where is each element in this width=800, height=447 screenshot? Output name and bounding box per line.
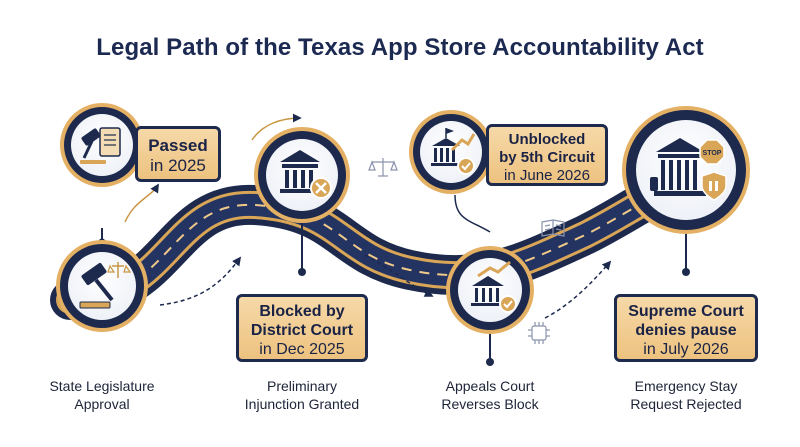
district-court-heading-1: Blocked by	[259, 303, 345, 320]
medallion-appeals	[446, 246, 534, 334]
scale-of-justice-icon	[368, 158, 398, 177]
fifth-circuit-heading-2: by 5th Circuit	[499, 149, 595, 166]
gavel-scroll-icon	[80, 127, 121, 164]
caption-emergency-stay: Emergency Stay Request Rejected	[601, 377, 771, 413]
gavel-icon	[79, 262, 132, 309]
caption-emergency-stay-line-2: Request Rejected	[630, 396, 742, 413]
fifth-circuit-heading-1: Unblocked	[508, 131, 586, 148]
caption-appeals-line-2: Reverses Block	[441, 396, 539, 413]
caption-injunction-line-1: Preliminary	[266, 378, 337, 394]
connector-arrow-5	[454, 194, 491, 233]
medallion-supreme-court: STOP	[622, 106, 750, 234]
passed-label-box: Passed in 2025	[135, 126, 221, 182]
caption-legislature-line-1: State Legislature	[49, 378, 155, 394]
connector-arrow-4	[364, 254, 434, 297]
caption-appeals: Appeals Court Reverses Block	[405, 377, 575, 413]
courthouse-blocked-icon	[280, 150, 332, 199]
courthouse-approved-icon	[431, 128, 476, 175]
stem-2	[298, 220, 306, 276]
caption-injunction: Preliminary Injunction Granted	[217, 377, 387, 413]
passed-date: in 2025	[150, 156, 206, 176]
connector-arrow-6	[544, 260, 612, 319]
medallion-5th-circuit	[409, 110, 493, 194]
caption-appeals-line-1: Appeals Court	[445, 378, 535, 394]
supreme-court-stop-icon: STOP	[650, 138, 727, 201]
supreme-court-date: in July 2026	[643, 341, 729, 359]
caption-legislature: State Legislature Approval	[17, 377, 187, 413]
connector-arrow-1	[124, 183, 159, 223]
supreme-court-label-box: Supreme Court denies pause in July 2026	[614, 294, 758, 362]
fifth-circuit-label-box: Unblocked by 5th Circuit in June 2026	[486, 124, 608, 186]
medallion-district-court	[254, 127, 350, 223]
medallion-legislature	[56, 240, 148, 332]
passed-heading: Passed	[148, 136, 208, 155]
page-title: Legal Path of the Texas App Store Accoun…	[96, 34, 704, 61]
fifth-circuit-date: in June 2026	[504, 167, 590, 184]
circuit-chip-icon	[528, 322, 550, 344]
stop-sign-label: STOP	[703, 150, 722, 157]
medallion-passed	[60, 103, 144, 187]
supreme-court-heading-2: denies pause	[635, 322, 737, 340]
connector-arrow-3	[251, 113, 302, 141]
courthouse-trend-icon	[471, 260, 517, 313]
stem-4	[682, 228, 690, 276]
supreme-court-heading-1: Supreme Court	[628, 303, 744, 320]
district-court-date: in Dec 2025	[259, 341, 345, 359]
connector-arrow-2	[159, 256, 242, 306]
open-book-icon	[541, 219, 565, 237]
caption-injunction-line-2: Injunction Granted	[244, 396, 360, 413]
district-court-heading-2: District Court	[250, 322, 354, 340]
district-court-label-box: Blocked by District Court in Dec 2025	[236, 294, 368, 362]
winding-path	[50, 165, 710, 320]
caption-emergency-stay-line-1: Emergency Stay	[634, 378, 738, 394]
caption-legislature-line-2: Approval	[74, 396, 130, 413]
